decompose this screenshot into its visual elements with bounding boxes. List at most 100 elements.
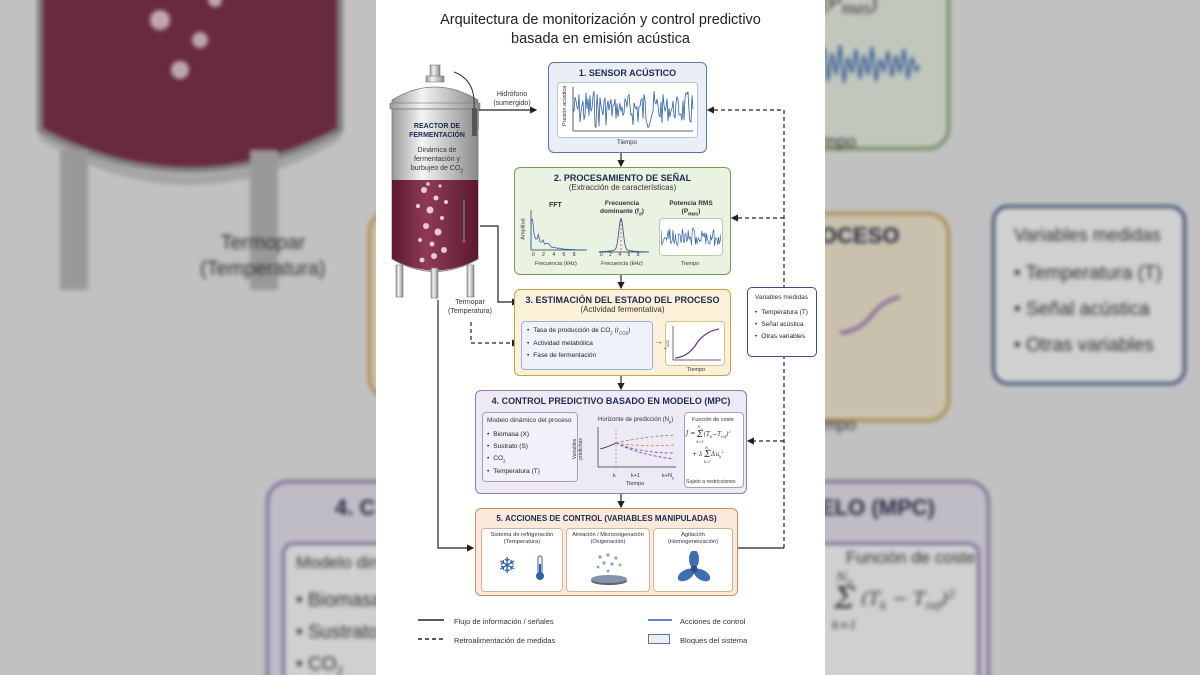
backdrop-model: Modelo din [296,553,380,572]
backdrop-thermo-line2: (Temperatura) [200,258,326,280]
cooling-label-line1: Sistema de refrigeración [490,532,554,538]
diagram-card: Arquitectura de monitorización y control… [376,0,825,675]
dominant-title-end: ) [641,208,644,215]
block3-item-2: Fase de fermentación [527,352,630,359]
block3-title: 3. ESTIMACIÓN DEL ESTADO DEL PROCESO [525,295,720,305]
horizon-title: Horizonte de predicción (Np) [598,417,673,424]
legend-blue-line [648,619,672,621]
block3-ylabel-text: r [662,347,669,349]
dominant-plot [598,218,649,253]
backdrop-measured-item-1-text: Señal acústica [1025,299,1150,320]
rms-title: Potencia RMS (PRMS) [661,200,721,218]
block3-item-0-end: ) [628,327,631,334]
hydrophone-label-line2: (sumergido) [493,100,531,107]
diagram-title: Arquitectura de monitorización y control… [376,11,825,49]
legend-blocks: Bloques del sistema [680,636,748,645]
backdrop-measured-item-1: • Señal acústica [1014,299,1150,320]
model-item-1-text: Sustrato (S) [493,443,528,450]
measured-item-2: Otras variables [755,333,808,340]
dominant-tick-2: 4 [618,252,622,258]
hydrophone-probe [472,108,477,136]
snowflake-icon: ❄ [498,553,517,578]
dominant-title: Frecuencia dominante (fd) [597,200,647,218]
reactor-title: REACTOR DE FERMENTACIÓN [404,122,470,140]
block4-title: 4. CONTROL PREDICTIVO BASADO EN MODELO (… [491,396,731,406]
measured-item-2-text: Otras variables [761,333,805,340]
model-item-0-text: Biomasa (X) [493,431,530,438]
block3-arrow: → [655,337,663,346]
reactor-title-line2: FERMENTACIÓN [409,132,465,139]
cost-box [684,412,744,488]
block1-plot-area [557,82,698,138]
measured-item-0: Temperatura (T) [755,309,808,316]
aeration-icon [591,553,627,585]
block3-item-0-tailsub: CO2 [618,330,629,336]
rms-signal [661,227,721,247]
backdrop-rms-signal [820,44,920,84]
diagram-title-line2: basada en emisión acústica [511,31,690,47]
dominant-tick-1: 2 [609,252,612,258]
model-item-2: CO2 [487,455,540,463]
arrow-left-return [437,300,475,552]
feedback-line [706,106,785,548]
rms-xlabel: Tiempo [681,261,700,267]
rms-title-sub: RMS [688,211,699,217]
measured-item-0-text: Temperatura (T) [761,309,808,316]
reactor-desc-sub: 2 [460,168,464,175]
block3-item-0: Tasa de producción de CO2 (rCO2) [527,327,630,335]
horizon-title-end: ) [671,417,674,423]
fft-tick-3: 6 [562,252,566,258]
measured-item-1-text: Señal acústica [761,321,804,328]
block1-ylabel: Presión acústica [562,85,569,127]
horizon-tick-knp-sub: p [671,476,674,481]
hydrophone-label-line1: Hidrófono [496,91,528,98]
acoustic-signal [572,87,694,132]
horizon-title-sub: p [669,419,672,425]
block2-title: 2. PROCESAMIENTO DE SEÑAL [553,173,692,183]
aeration-label-line2: (Oxigenación) [590,539,626,545]
reactor-desc-line3: burbujeo de CO [410,165,461,172]
cooling-card [481,528,563,592]
thermocouple-label-line1: Termopar [455,299,485,306]
legend-solid-line [418,619,444,621]
backdrop-block4-left: 4. C [335,495,376,520]
fft-tick-2: 4 [552,252,556,258]
horizon-xlabel: Tiempo [626,481,645,487]
horizon-tick-knp: k+Np [662,473,674,480]
dominant-ticks: 0 2 4 6 8 [600,252,639,258]
backdrop-proceso: OCESO [820,223,900,248]
cooling-label: Sistema de refrigeración (Temperatura) [481,532,563,546]
backdrop-time-2: mpo [823,415,857,434]
horizon-tick-k1: k+1 [631,473,641,479]
dominant-title-line1: Frecuencia [604,200,640,207]
backdrop-measured-item-0: • Temperatura (T) [1014,263,1162,284]
backdrop-model-item-1: • Sustrato [296,622,379,643]
propeller-icon [678,551,710,582]
co2-rate-curve [672,326,721,361]
block3-item-1-text: Actividad metabólica [533,340,593,348]
backdrop-cost-title: Función de coste [846,548,976,567]
dominant-tick-3: 6 [627,252,631,258]
backdrop-curve [840,295,900,335]
backdrop-measured-title: Variables medidas [1014,225,1161,245]
model-item-1: Sustrato (S) [487,443,540,450]
cost-title: Función de coste [692,417,734,423]
backdrop-rms-sub: RMS [842,2,871,17]
block-signal-processing: 2. PROCESAMIENTO DE SEÑAL (Extracción de… [514,167,731,275]
block3-item-0-text: Tasa de producción de CO [533,327,611,334]
block-control-actions: 5. ACCIONES DE CONTROL (VARIABLES MANIPU… [475,508,738,596]
backdrop-measured-item-2: • Otras variables [1014,335,1154,356]
backdrop-rms: (PRMS) [822,0,878,17]
legend-dashed-line [418,638,444,640]
block-acoustic-sensor: 1. SENSOR ACÚSTICO Presión acústica Tiem… [548,62,707,153]
measured-list: Temperatura (T) Señal acústica Otras var… [755,309,808,345]
block3-ylabel: rCO2 [663,340,670,349]
block3-xlabel: Tiempo [687,367,706,373]
prediction-plot [597,427,676,468]
backdrop-time-1: mpo [823,132,857,151]
block3-item-0-tail: (r [612,327,619,334]
dominant-tick-4: 8 [636,252,640,258]
block3-plot-area [665,321,725,366]
thermometer-icon [536,555,544,580]
aeration-label-line1: Aireación / Microoxigenación [572,532,644,538]
